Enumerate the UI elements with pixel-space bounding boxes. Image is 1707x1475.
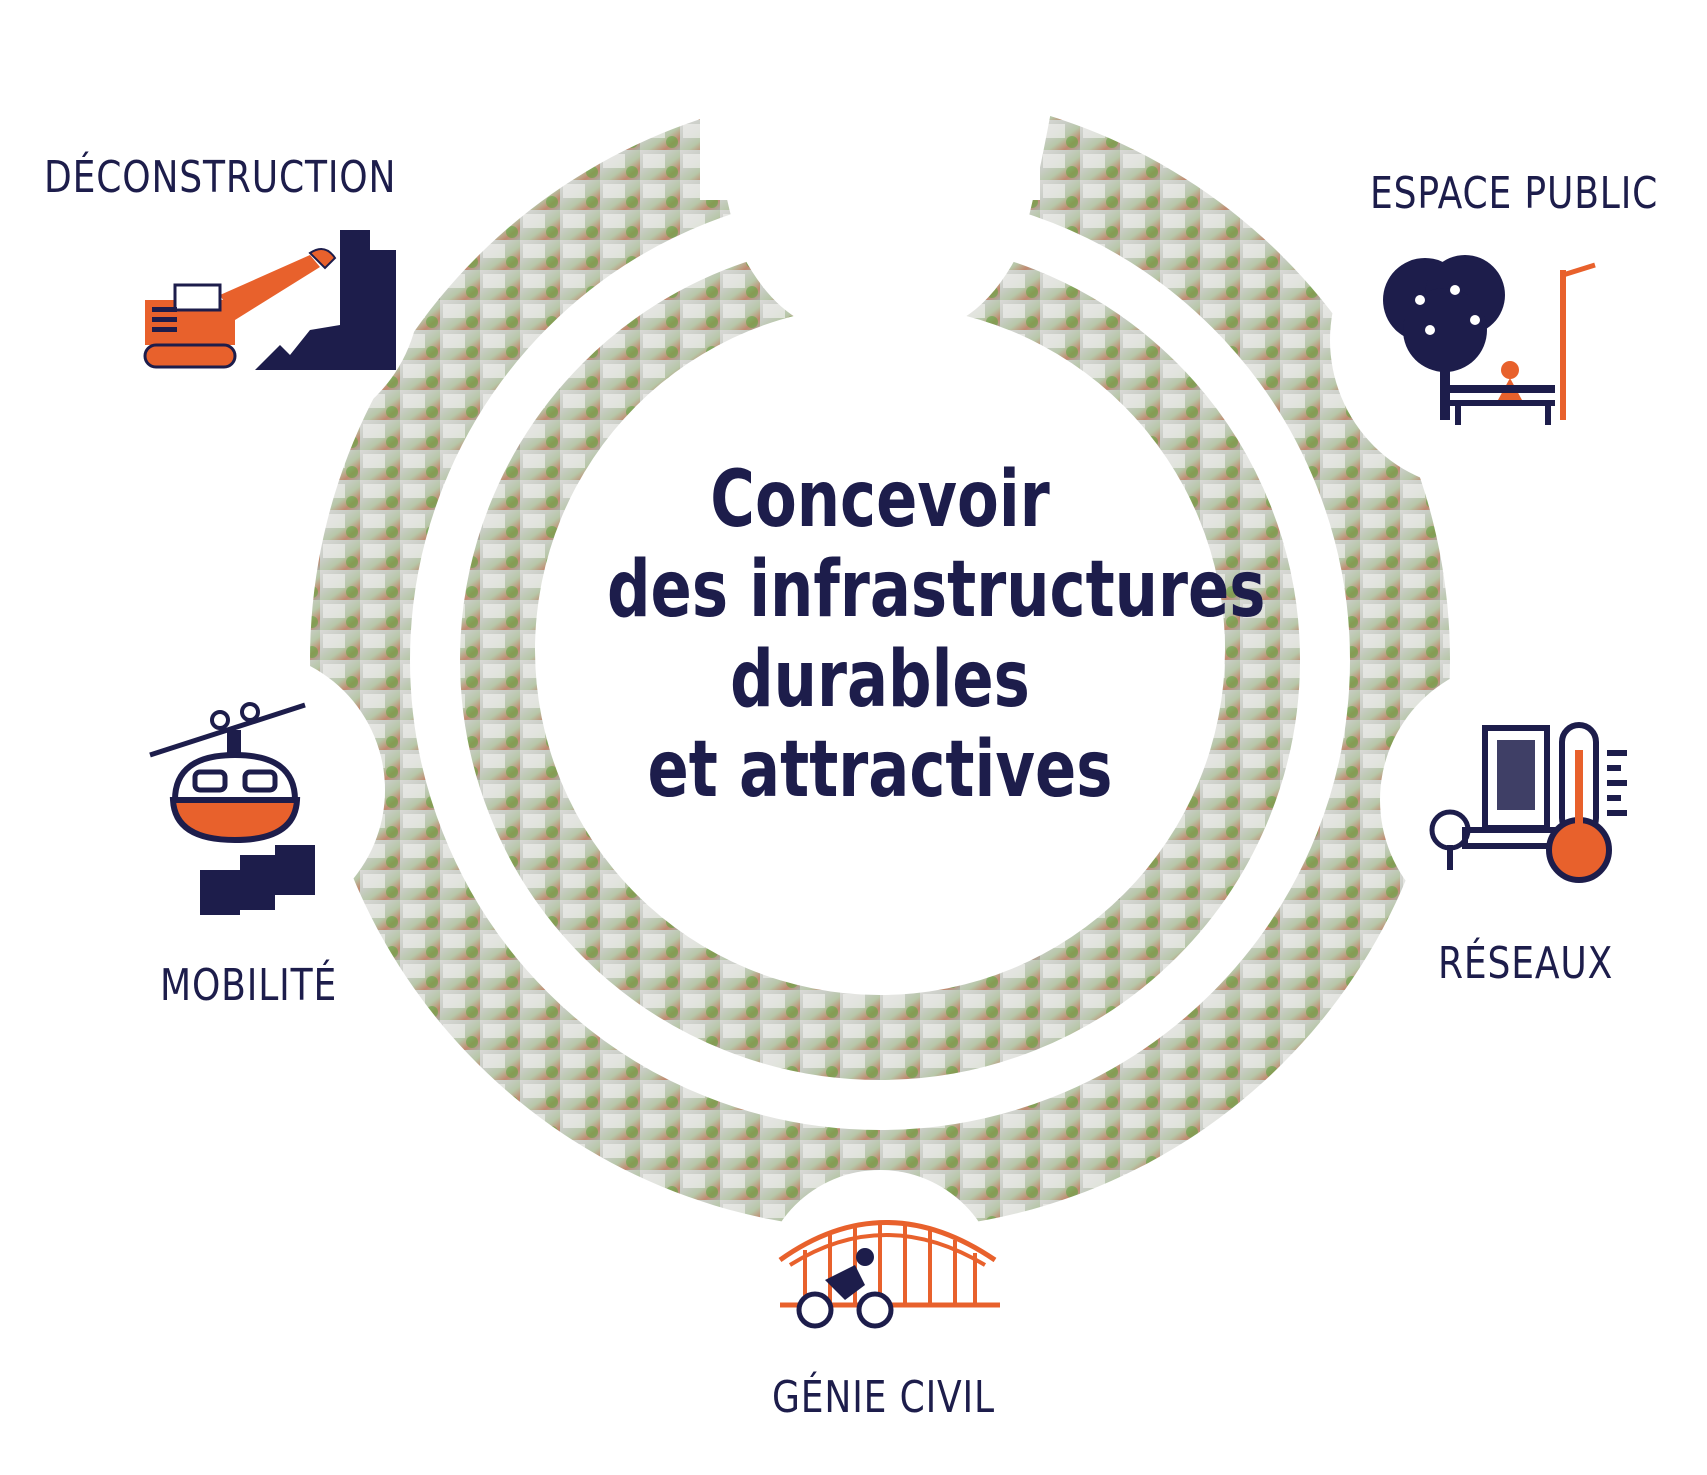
label-deconstruction: DÉCONSTRUCTION: [44, 152, 397, 203]
building-thermometer-icon: [1429, 722, 1627, 883]
title-line: des infrastructures: [607, 545, 1266, 635]
label-mobilite: MOBILITÉ: [160, 960, 338, 1011]
title-line: durables: [730, 635, 1030, 725]
cable-car-icon: [149, 702, 315, 915]
bridge-cyclist-icon: [778, 1220, 1000, 1329]
title-line: et attractives: [647, 725, 1113, 815]
title-line: Concevoir: [710, 455, 1050, 545]
park-bench-tree-icon: [1383, 255, 1596, 425]
excavator-demolition-icon: [143, 230, 396, 370]
label-reseaux: RÉSEAUX: [1438, 938, 1614, 989]
label-espace-public: ESPACE PUBLIC: [1370, 168, 1659, 219]
central-title: Concevoir des infrastructures durables e…: [607, 455, 1266, 815]
label-genie-civil: GÉNIE CIVIL: [772, 1372, 995, 1423]
